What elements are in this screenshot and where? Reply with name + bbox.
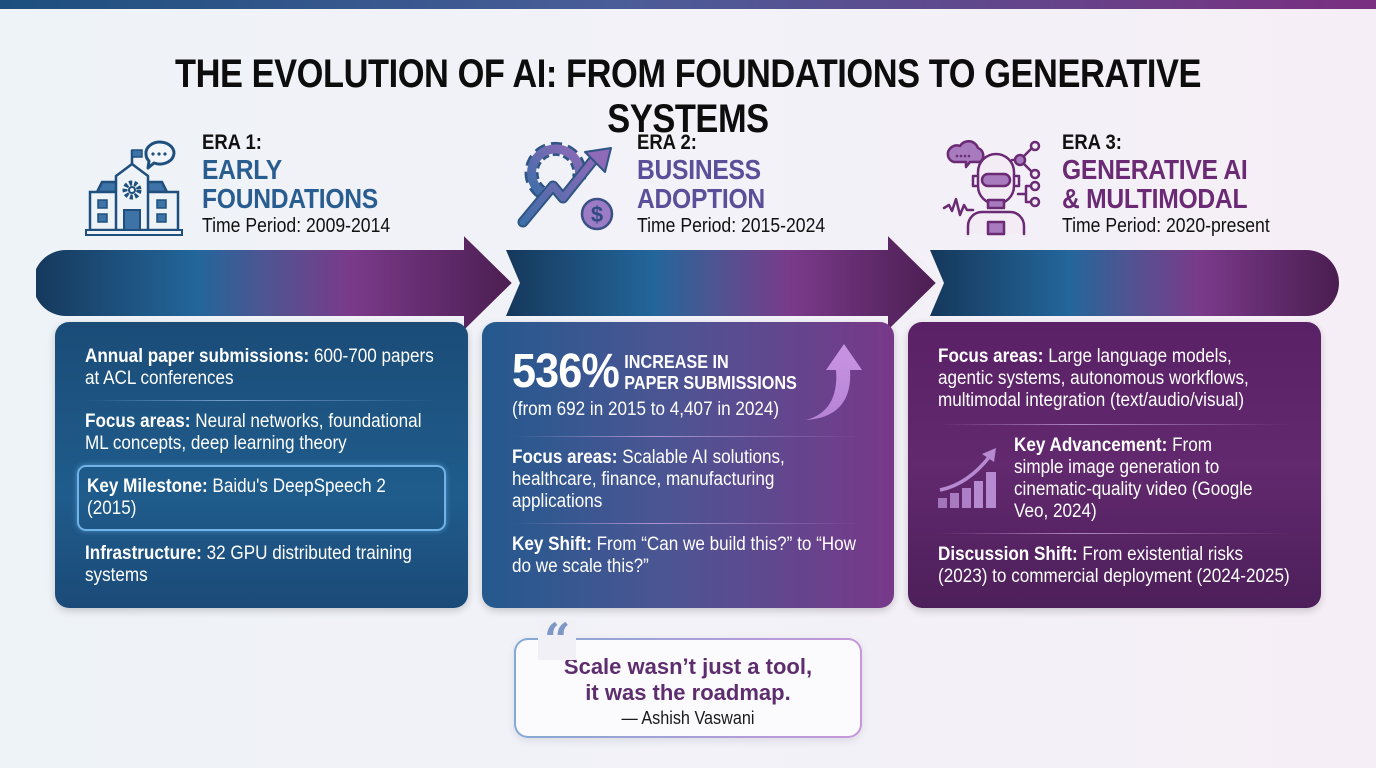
era-3-text: ERA 3: GENERATIVE AI & MULTIMODAL Time P… [1062,132,1298,238]
submissions-label: Annual paper submissions: [85,346,310,367]
focus-label: Focus areas: [938,346,1044,367]
era-2-name-line2: ADOPTION [637,183,765,214]
milestone-value: Baidu's DeepSpeech 2 (2015) [87,476,386,519]
milestone-label: Key Milestone: [87,476,208,497]
key-milestone-box: Key Milestone: Baidu's DeepSpeech 2 (201… [77,465,446,531]
gear-growth-dollar-icon: $ [517,141,614,231]
era-1-card: Annual paper submissions: 600-700 papers… [55,322,468,608]
era-2-period: Time Period: 2015-2024 [637,215,826,237]
era-3-card: Focus areas: Large language models, agen… [908,322,1321,608]
key-milestone: Key Milestone: Baidu's DeepSpeech 2 (201… [87,476,436,520]
submissions-value: 600-700 papers at ACL conferences [85,346,434,389]
infrastructure-value: 32 GPU distributed training systems [85,543,412,586]
school-building-gear-icon [85,140,183,236]
quote-line2: it was the roadmap. [585,680,791,705]
divider [938,424,1291,425]
divider [512,523,864,524]
era-1-submissions: Annual paper submissions: 600-700 papers… [85,346,438,390]
divider [938,533,1291,534]
era-2-name-line1: BUSINESS [637,154,761,185]
era-2-label: ERA 2: [637,131,697,154]
era-3-name-line2: & MULTIMODAL [1062,183,1248,214]
era-2-text: ERA 2: BUSINESS ADOPTION Time Period: 20… [637,132,851,238]
era-1-header: ERA 1: EARLY FOUNDATIONS Time Period: 20… [80,132,440,242]
era-2-card: 536% INCREASE IN PAPER SUBMISSIONS (from… [482,322,894,608]
advancement-label: Key Advancement: [1014,435,1168,456]
era-2-header: $ ERA 2: BUSINESS ADOPTION Time Period: … [515,132,875,242]
focus-value: Large language models, agentic systems, … [938,346,1249,411]
era-1-focus-areas: Focus areas: Neural networks, foundation… [85,411,438,455]
advancement-value: From simple image generation to cinemati… [1014,435,1253,522]
focus-value: Scalable AI solutions, healthcare, finan… [512,447,785,512]
era-3-name-line1: GENERATIVE AI [1062,154,1248,185]
era-1-infrastructure: Infrastructure: 32 GPU distributed train… [85,543,438,587]
era-3-header: ERA 3: GENERATIVE AI & MULTIMODAL Time P… [940,132,1320,242]
era-2-focus-areas: Focus areas: Scalable AI solutions, heal… [512,447,864,513]
key-shift-value: From “Can we build this?” to “How do we … [512,534,857,577]
timeline-arrow-band [36,229,1339,337]
era-3-discussion-shift: Discussion Shift: From existential risks… [938,544,1291,588]
era-3-focus-areas: Focus areas: Large language models, agen… [938,346,1291,412]
discussion-value: From existential risks (2023) to commerc… [938,544,1290,587]
key-shift-label: Key Shift: [512,534,592,555]
robot-network-icon [942,139,1041,236]
svg-text:$: $ [591,202,603,227]
quote-box: “ Scale wasn’t just a tool, it was the r… [514,617,862,738]
stat-label-line2: PAPER SUBMISSIONS [624,373,797,393]
focus-value: Neural networks, foundational ML concept… [85,411,422,454]
growth-bar-chart-icon [938,448,996,508]
up-arrow-icon [806,344,862,420]
era-2-key-shift: Key Shift: From “Can we build this?” to … [512,534,864,578]
stat-label-line1: INCREASE IN [624,352,729,372]
era-1-name-line2: FOUNDATIONS [202,183,378,214]
quote-mark-icon: “ [538,617,577,663]
divider [85,400,438,401]
era-1-name-line1: EARLY [202,154,282,185]
page-title: THE EVOLUTION OF AI: FROM FOUNDATIONS TO… [174,52,1201,141]
divider [512,436,864,437]
era-3-period: Time Period: 2020-present [1062,215,1270,237]
focus-label: Focus areas: [512,447,618,468]
stat-detail: (from 692 in 2015 to 4,407 in 2024) [512,399,780,420]
quote-text: Scale wasn’t just a tool, it was the roa… [516,654,860,706]
quote-line1: Scale wasn’t just a tool, [563,654,813,679]
era-3-label: ERA 3: [1062,131,1122,154]
era-1-period: Time Period: 2009-2014 [202,215,391,237]
era-1-label: ERA 1: [202,131,262,154]
top-accent-bar [0,0,1376,9]
stat-number: 536% [512,345,620,398]
focus-label: Focus areas: [85,411,191,432]
era-1-text: ERA 1: EARLY FOUNDATIONS Time Period: 20… [202,132,416,238]
stat-label: INCREASE IN PAPER SUBMISSIONS [624,352,797,394]
quote-author: — Ashish Vaswani [621,708,755,728]
era-3-key-advancement: Key Advancement: From simple image gener… [938,435,1291,523]
submissions-stat: 536% INCREASE IN PAPER SUBMISSIONS (from… [512,345,829,422]
discussion-label: Discussion Shift: [938,544,1078,565]
infrastructure-label: Infrastructure: [85,543,202,564]
